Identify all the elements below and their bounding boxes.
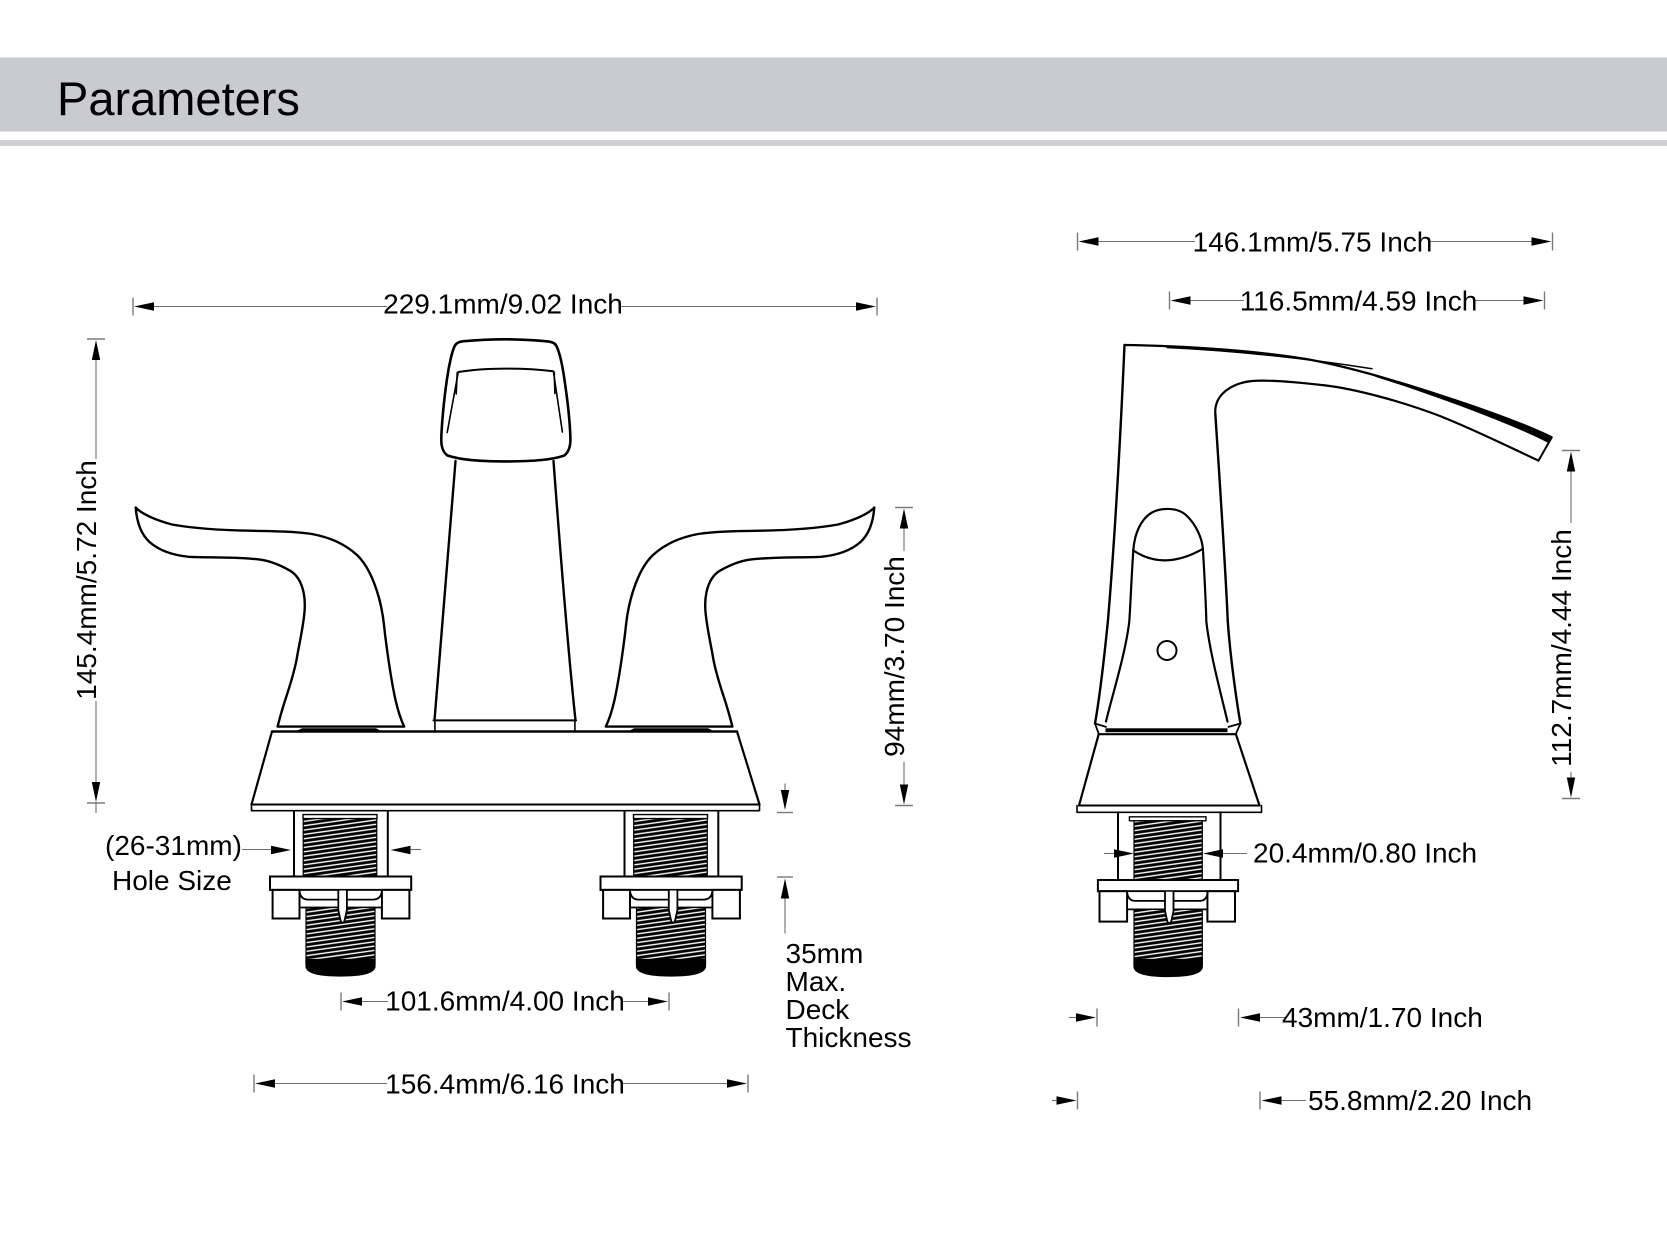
- svg-text:101.6mm/4.00 Inch: 101.6mm/4.00 Inch: [385, 986, 625, 1017]
- svg-text:94mm/3.70 Inch: 94mm/3.70 Inch: [879, 556, 910, 757]
- svg-text:Deck: Deck: [786, 994, 851, 1025]
- svg-text:20.4mm/0.80 Inch: 20.4mm/0.80 Inch: [1253, 838, 1477, 869]
- svg-text:Max.: Max.: [786, 966, 847, 997]
- svg-text:Thickness: Thickness: [786, 1022, 912, 1053]
- svg-text:116.5mm/4.59 Inch: 116.5mm/4.59 Inch: [1240, 286, 1478, 317]
- svg-text:112.7mm/4.44 Inch: 112.7mm/4.44 Inch: [1546, 529, 1577, 767]
- svg-text:Hole Size: Hole Size: [112, 865, 232, 896]
- svg-text:43mm/1.70 Inch: 43mm/1.70 Inch: [1282, 1002, 1483, 1033]
- svg-text:145.4mm/5.72 Inch: 145.4mm/5.72 Inch: [71, 460, 102, 700]
- svg-text:35mm: 35mm: [786, 938, 864, 969]
- svg-text:229.1mm/9.02 Inch: 229.1mm/9.02 Inch: [383, 289, 623, 320]
- svg-text:55.8mm/2.20 Inch: 55.8mm/2.20 Inch: [1308, 1085, 1532, 1116]
- svg-text:156.4mm/6.16 Inch: 156.4mm/6.16 Inch: [385, 1069, 625, 1100]
- svg-text:(26-31mm): (26-31mm): [105, 830, 242, 861]
- svg-text:Parameters: Parameters: [57, 72, 300, 125]
- svg-text:146.1mm/5.75 Inch: 146.1mm/5.75 Inch: [1193, 227, 1433, 258]
